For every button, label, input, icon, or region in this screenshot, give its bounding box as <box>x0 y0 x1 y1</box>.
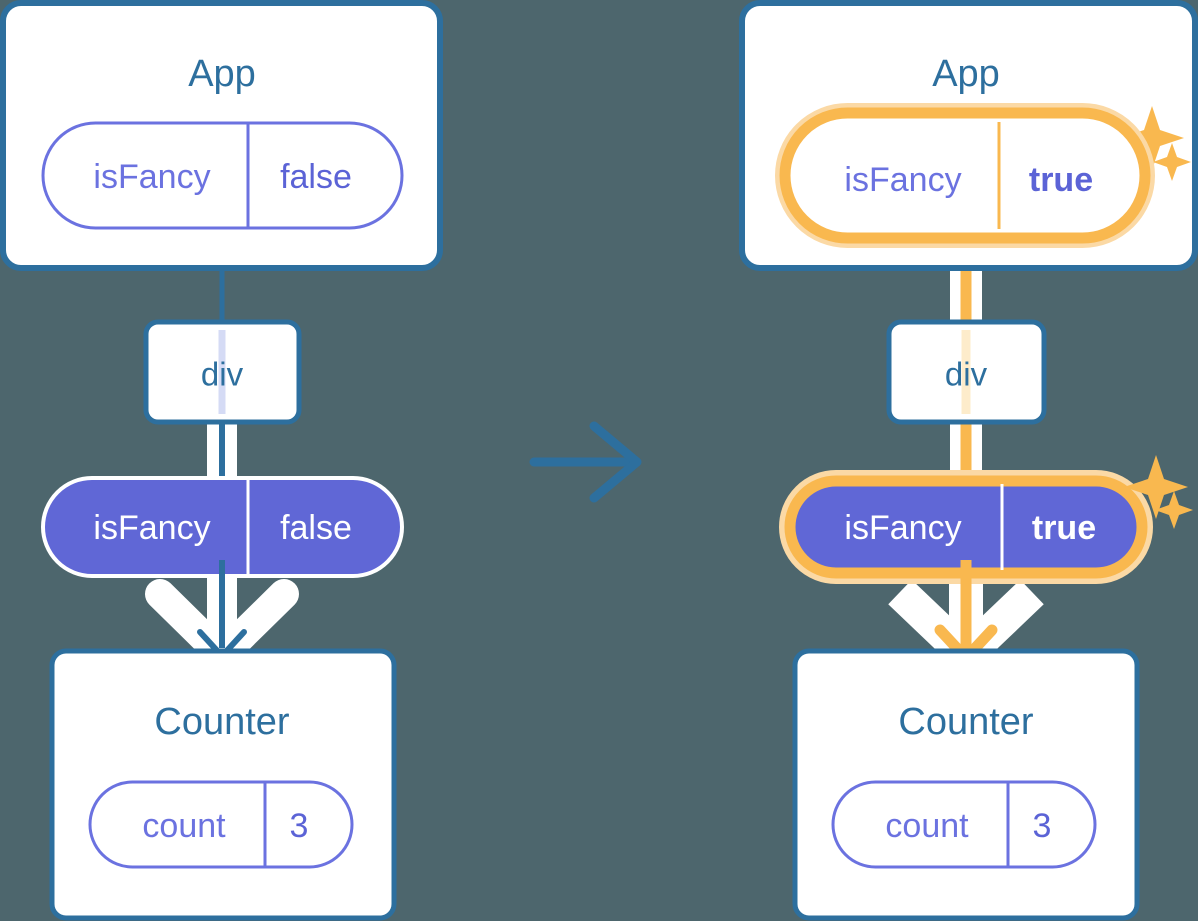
app-pill-key-left: isFancy <box>93 158 210 196</box>
counter-pill-key-left: count <box>142 807 226 845</box>
app-box-title-right: App <box>932 53 1000 95</box>
app-pill-value-right: true <box>1029 161 1093 199</box>
app-pill-key-right: isFancy <box>844 161 961 199</box>
app-pill-left: isFancy false <box>41 121 404 230</box>
sparkle-group-prop-right <box>1124 455 1193 529</box>
prop-pill-value-right: true <box>1032 509 1096 547</box>
counter-pill-value-right: 3 <box>1033 807 1052 845</box>
counter-pill-shape-right <box>831 780 1097 869</box>
sparkle-large-icon-app-right <box>1120 106 1184 170</box>
prop-pill-value-left: false <box>280 509 352 547</box>
transition-arrow-head <box>589 421 642 503</box>
app-pill-value-left: false <box>280 158 352 196</box>
counter-pill-left: count 3 <box>88 780 354 869</box>
app-pill-right: isFancy true <box>775 103 1155 248</box>
app-box-title-left: App <box>188 53 256 95</box>
left-panel: App isFancy false div <box>0 0 443 921</box>
counter-box-title-left: Counter <box>154 701 290 743</box>
sparkle-large-icon-prop-right <box>1124 455 1188 519</box>
sparkle-small-icon-prop-right <box>1155 491 1193 529</box>
prop-pill-key-right: isFancy <box>844 509 961 547</box>
transition-arrow <box>529 421 642 503</box>
counter-pill-key-right: count <box>885 807 969 845</box>
counter-pill-value-left: 3 <box>290 807 309 845</box>
prop-pill-right: isFancy true <box>779 470 1153 584</box>
sparkle-group-app-right <box>1120 106 1191 181</box>
div-node-label-left: div <box>201 356 244 393</box>
counter-pill-shape-left <box>88 780 354 869</box>
right-panel: App isFancy true div <box>739 0 1198 921</box>
counter-pill-right: count 3 <box>831 780 1097 869</box>
sparkle-small-icon-app-right <box>1153 143 1191 181</box>
prop-pill-key-left: isFancy <box>93 509 210 547</box>
app-pill-shape-left <box>41 121 404 230</box>
div-node-label-right: div <box>945 356 988 393</box>
app-pill-shape-right <box>779 107 1151 244</box>
counter-box-title-right: Counter <box>898 701 1034 743</box>
